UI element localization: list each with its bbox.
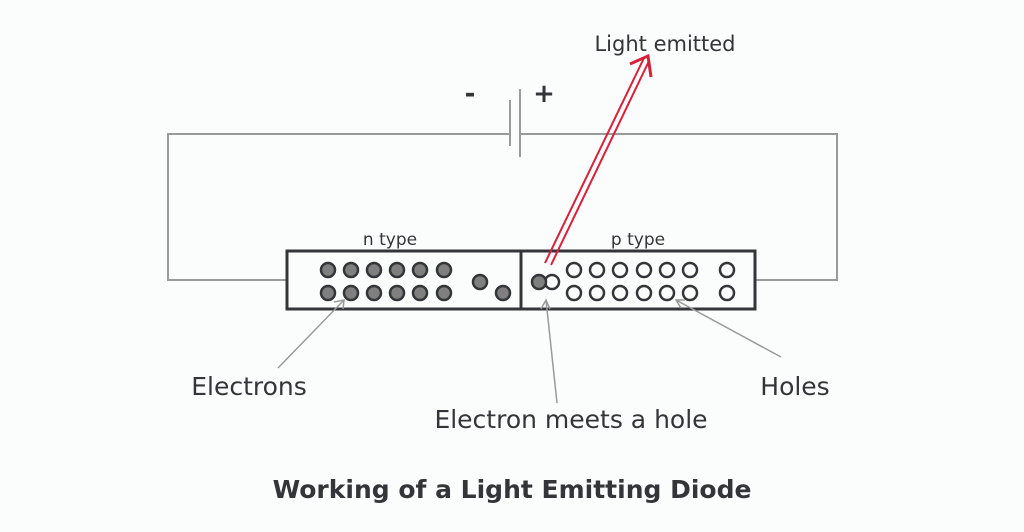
electrons-label: Electrons (191, 372, 307, 401)
battery-negative-label: - (465, 79, 476, 109)
diagram-title: Working of a Light Emitting Diode (273, 475, 752, 504)
electron (388, 261, 406, 279)
electron (435, 261, 453, 279)
circuit-wire-right (519, 133, 838, 281)
electron (494, 284, 512, 302)
hole (718, 284, 736, 302)
hole (718, 261, 736, 279)
n-type-label: n type (363, 230, 417, 250)
electrons-group (319, 261, 512, 302)
junction-label: Electron meets a hole (434, 405, 707, 434)
hole (635, 284, 653, 302)
hole (658, 261, 676, 279)
electron (319, 261, 337, 279)
hole (588, 284, 606, 302)
light-emitted-arrow (544, 53, 653, 266)
electron (365, 261, 383, 279)
junction-callout-arrow (540, 298, 558, 404)
electron (388, 284, 406, 302)
electron (319, 284, 337, 302)
hole (658, 284, 676, 302)
hole (565, 284, 583, 302)
light-emitted-label: Light emitted (594, 32, 735, 56)
electron (365, 284, 383, 302)
holes-label: Holes (760, 372, 829, 401)
p-type-region (519, 249, 757, 311)
electron (342, 284, 360, 302)
junction-electron (530, 273, 548, 291)
hole (565, 261, 583, 279)
hole (635, 261, 653, 279)
holes-callout-arrow (674, 299, 782, 358)
electron (411, 284, 429, 302)
electron (342, 261, 360, 279)
p-type-label: p type (611, 230, 665, 250)
hole (611, 284, 629, 302)
electrons-callout-arrow (277, 299, 345, 369)
electron (471, 273, 489, 291)
hole (681, 261, 699, 279)
battery-positive-label: + (533, 79, 555, 109)
hole (611, 261, 629, 279)
holes-group (565, 261, 736, 302)
electron (435, 284, 453, 302)
circuit-wire (167, 133, 509, 281)
battery-icon (509, 89, 521, 157)
hole (588, 261, 606, 279)
electron (411, 261, 429, 279)
hole (681, 284, 699, 302)
